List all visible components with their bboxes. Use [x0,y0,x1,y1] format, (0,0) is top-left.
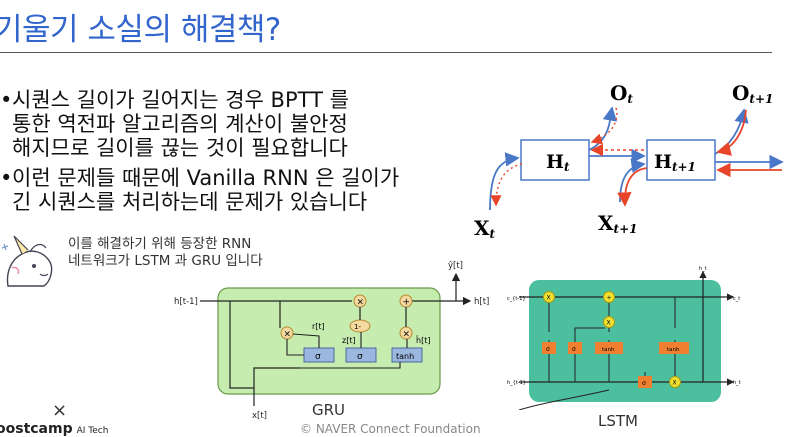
forward-arrow-output-t [588,106,618,151]
bullet-text: 이런 문제들 때문에 Vanilla RNN 은 길이가 긴 시퀀스를 처리하는… [12,166,400,214]
lstm-caption: LSTM [598,412,638,430]
lstm-output-sigma: σ [642,380,646,387]
output-t-label: Ot [610,81,633,106]
lstm-forget-gate [542,342,556,354]
lstm-input-gate [568,342,582,354]
gru-update-gate-sigma: σ [357,352,363,362]
note-text: 이를 해결하기 위해 등장한 RNN 네트워크가 LSTM 과 GRU 입니다 [68,236,263,269]
lstm-cell-box [529,280,721,402]
bullet-item: • 시퀀스 길이가 길어지는 경우 BPTT 를 통한 역전파 알고리즘의 계산… [0,88,470,160]
brand-sub: AI Tech [76,426,109,436]
lstm-cell-tanh-text: tanh [667,347,680,353]
gru-y-out-label: ŷ[t] [448,261,463,271]
backward-arrow-input-t1 [617,167,648,207]
lstm-diagram: c_{t-1} c_t h_{t-1} h_t h_t X + X X σ σ … [507,266,741,410]
backward-arrow-output-t-dotted [590,107,618,145]
gru-x-in-label: x[t] [252,411,267,421]
gru-x-to-gates [300,362,401,369]
lstm-h-prev-label: h_{t-1} [507,380,526,386]
lstm-input-mult-sign: X [607,320,611,327]
close-icon: × [52,400,68,421]
title-rule [0,52,772,53]
gru-z-label: z[t] [342,336,356,345]
output-t1-label: Ot+1 [732,81,773,106]
mascot-unicorn-icon [1,235,53,287]
gru-h-out-label: h[t] [474,297,489,307]
gru-h-prev-label: h[t-1] [174,297,198,307]
input-t1-label: Xt+1 [598,211,637,236]
gru-skip-line [229,301,254,389]
bullet-text: 시퀀스 길이가 길어지는 경우 BPTT 를 통한 역전파 알고리즘의 계산이 … [12,88,349,160]
gru-x-line [253,367,300,406]
lstm-input-sigma: σ [572,346,576,353]
slide-title: 기울기 소실의 해결책? [0,12,281,48]
lstm-add-node [603,291,615,303]
lstm-i-line [574,327,605,382]
input-t-label: Xt [474,216,496,241]
forward-arrow-input-t [489,152,520,211]
lstm-forget-sigma: σ [546,346,550,353]
hidden-state-t1-box [646,139,716,181]
rnn-unrolled-svg: Ht Ht+1 Ot Ot+1 Xt Xt+1 [474,81,784,241]
lstm-x-in-line [518,389,610,410]
lstm-cell-tanh [659,342,689,354]
lstm-forget-mult [543,291,555,303]
backward-arrow-output-t1 [716,109,747,156]
lstm-input-mult [603,316,615,328]
lstm-c-out-label: c_t [733,296,740,302]
gru-caption: GRU [312,401,346,419]
gru-update-mult-sign: × [403,330,411,340]
bullet-dot: • [0,88,13,112]
lstm-candidate-tanh: tanh [602,347,615,353]
gru-r-label: r[t] [312,322,325,331]
gru-diagram: h[t-1] h[t] ŷ[t] x[t] × + × × 1- σ σ tan… [174,261,489,421]
gru-one-minus-text: 1- [354,323,361,331]
backward-arrow-input-t-dotted [490,163,523,207]
gru-add-sign: + [403,298,411,308]
lstm-add-sign: + [607,295,612,302]
gru-mult-sign: × [357,298,365,308]
brand-name: oostcamp [0,421,73,437]
bullet-dot: • [0,166,13,190]
hidden-state-t-box [520,139,590,181]
copyright-text: © NAVER Connect Foundation [300,422,481,436]
hidden-state-t1-label: Ht+1 [654,151,696,174]
gru-reset-mult-sign: × [284,330,292,340]
gru-r-to-mult [292,333,320,348]
lstm-h-top-label: h_t [699,266,707,272]
lstm-forget-mult-sign: X [547,295,551,302]
lstm-candidate-gate [595,342,623,354]
gru-h-tilde-label: ĥ[t] [415,334,430,345]
bullet-item: • 이런 문제들 때문에 Vanilla RNN 은 길이가 긴 시퀀스를 처리… [0,166,470,214]
gru-reset-gate-sigma: σ [315,352,321,362]
bullet-list: • 시퀀스 길이가 길어지는 경우 BPTT 를 통한 역전파 알고리즘의 계산… [0,88,470,220]
lstm-output-gate [638,376,652,388]
lstm-h-out-label: h_t [733,380,741,386]
lstm-output-mult [669,376,681,388]
gru-candidate-tanh: tanh [396,352,414,361]
lstm-output-mult-sign: X [673,380,677,387]
gru-rmult-to-cand [286,339,304,356]
lstm-c-prev-label: c_{t-1} [507,296,526,302]
hidden-state-t-label: Ht [546,151,570,174]
